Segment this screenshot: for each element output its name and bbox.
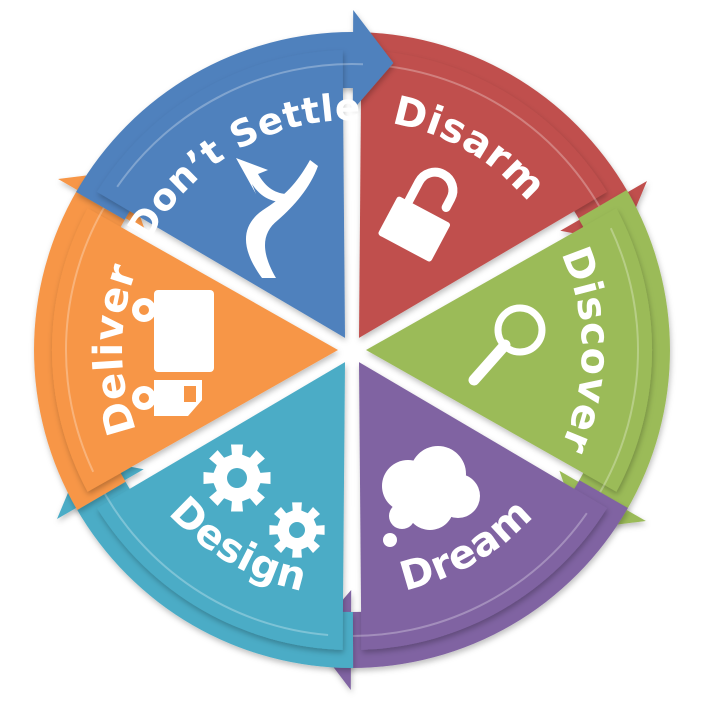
segment-discover-arc <box>593 227 639 503</box>
segment-design-arc <box>98 482 329 636</box>
segment-dream-arc <box>340 512 588 637</box>
truck-icon <box>132 290 214 416</box>
thought-bubble-icon <box>382 446 480 547</box>
magnifier-icon <box>468 304 546 386</box>
segment-dream-wedge <box>359 362 607 650</box>
segment-disarm-wedge <box>359 50 607 338</box>
gear-hole <box>289 522 305 538</box>
segment-disarm-arc <box>375 64 606 218</box>
gear-hole <box>227 468 247 488</box>
segment-disarm <box>350 31 647 338</box>
segment-design-wedge <box>97 362 345 650</box>
winding-road-icon <box>236 158 318 278</box>
segment-dont-settle-wedge <box>97 50 345 338</box>
segment-dream <box>310 362 628 690</box>
segment-deliver-arc <box>65 197 111 473</box>
segment-design <box>57 362 354 669</box>
gears-icon <box>203 444 325 558</box>
padlock-open-icon <box>378 167 458 262</box>
segment-dont-settle-arc <box>116 63 364 188</box>
segment-dont-settle <box>76 10 394 338</box>
